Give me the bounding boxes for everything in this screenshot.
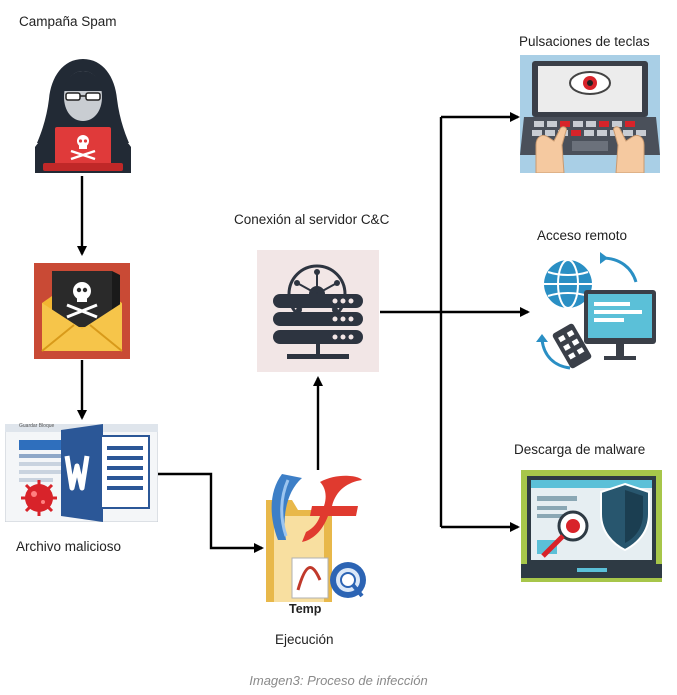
label-descarga-malware: Descarga de malware [514,442,646,457]
label-conexion-servidor: Conexión al servidor C&C [234,212,390,227]
doc-strip-text: Guardar Bloque [19,423,55,429]
temp-folder-icon: Temp [262,470,370,620]
figure-caption: Imagen3: Proceso de infección [249,673,428,688]
virus-icon [21,480,57,516]
label-campana-spam: Campaña Spam [19,14,117,29]
label-pulsaciones-teclas: Pulsaciones de teclas [519,34,650,49]
cc-server-icon [257,250,379,372]
hacker-icon [35,59,131,173]
keylogger-laptop-icon [520,55,660,173]
arrow-archivo-to-ejecucion [158,472,264,553]
label-ejecucion: Ejecución [275,632,334,647]
malicious-email-icon [34,263,130,359]
remote-access-icon [532,250,664,372]
label-archivo-malicioso: Archivo malicioso [16,539,122,554]
malicious-word-doc: Guardar Bloque [4,423,159,523]
malware-download-icon [521,470,662,582]
temp-label: Temp [289,602,322,616]
label-acceso-remoto: Acceso remoto [537,228,628,243]
